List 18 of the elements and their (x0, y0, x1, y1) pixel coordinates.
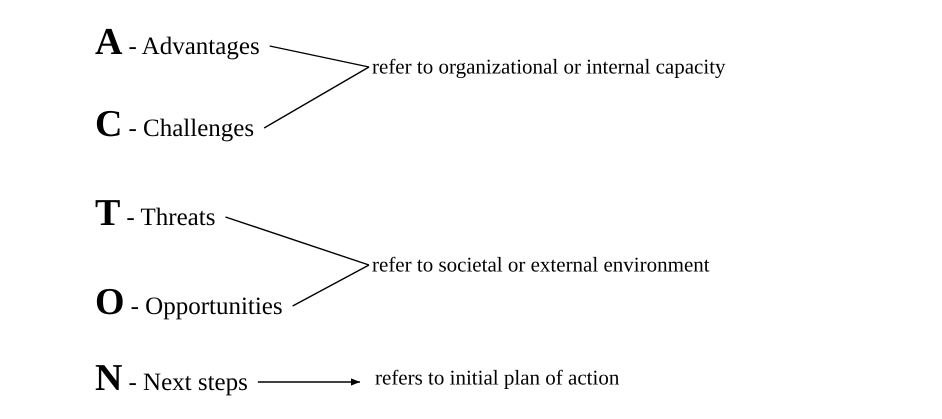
initial-letter: T (95, 191, 120, 235)
arrow (258, 378, 360, 386)
note-text: refer to organizational or internal capacity (372, 54, 726, 80)
connector-line (270, 45, 370, 68)
connector-line (225, 216, 370, 266)
item-label: - Challenges (128, 115, 254, 143)
note-text: refers to initial plan of action (375, 366, 620, 390)
connector-line (292, 264, 370, 307)
item-label: - Threats (126, 204, 216, 232)
initial-letter: C (95, 102, 122, 146)
item-label: - Advantages (128, 33, 260, 61)
item-label: - Opportunities (130, 293, 283, 321)
item-label: - Next steps (128, 369, 248, 397)
initial-letter: O (95, 280, 125, 324)
connector-line (264, 66, 370, 129)
initial-letter: A (95, 20, 122, 64)
note-text: refer to societal or external environment (372, 252, 710, 278)
initial-letter: N (95, 356, 122, 400)
